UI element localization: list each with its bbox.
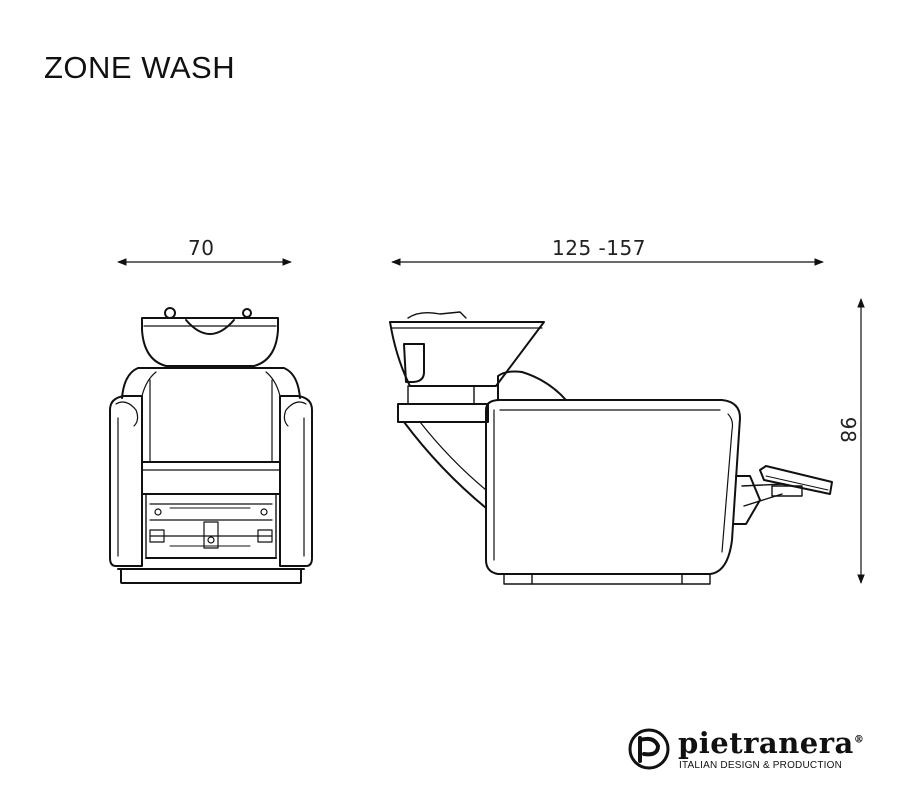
brand-name: pietranera® xyxy=(678,726,864,760)
length-dimension-label: 125 -157 xyxy=(552,236,646,260)
front-view xyxy=(109,307,313,584)
brand-tagline: ITALIAN DESIGN & PRODUCTION xyxy=(679,760,843,771)
brand-name-text: pietranera xyxy=(678,726,854,760)
brand-block: pietranera® ITALIAN DESIGN & PRODUCTION xyxy=(628,726,888,776)
page-title: ZONE WASH xyxy=(44,50,236,85)
pietranera-logo-icon xyxy=(628,728,670,770)
width-dimension-label: 70 xyxy=(188,236,215,260)
side-view xyxy=(389,311,833,585)
registered-mark: ® xyxy=(853,734,865,746)
